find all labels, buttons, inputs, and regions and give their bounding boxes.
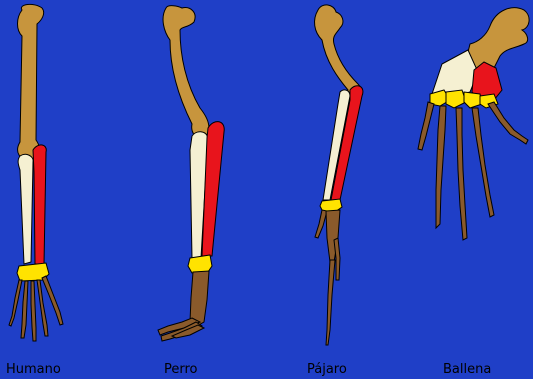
human-ulna: [33, 145, 46, 264]
dog-carpals: [188, 255, 212, 273]
label-bird: Pájaro: [307, 360, 347, 379]
label-whale: Ballena: [443, 360, 491, 379]
label-human: Humano: [6, 360, 61, 379]
label-dog: Perro: [164, 360, 198, 379]
